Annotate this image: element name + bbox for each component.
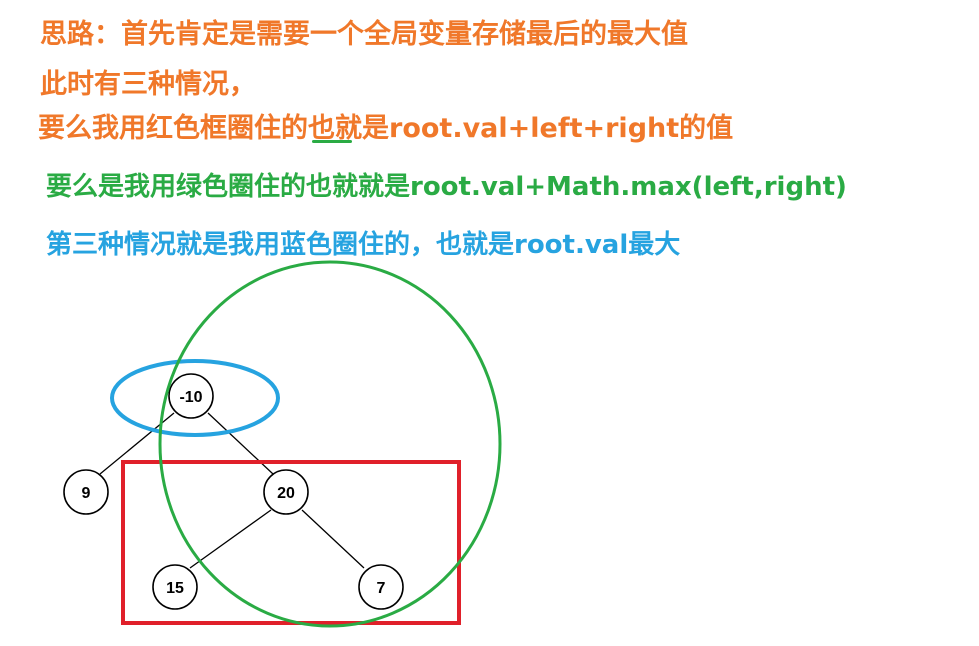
edge-root-left [99, 412, 175, 475]
green-ellipse [158, 260, 502, 628]
node-left: 9 [63, 469, 109, 515]
node-root: -10 [168, 373, 214, 419]
blue-case-line: 第三种情况就是我用蓝色圈住的，也就是root.val最大 [46, 230, 681, 260]
node-right-label: 20 [277, 485, 295, 502]
red-box [121, 460, 461, 625]
edge-right-rightright [301, 509, 365, 569]
node-right-right: 7 [358, 564, 404, 610]
node-right-left: 15 [152, 564, 198, 610]
red-case-line: 要么我用红色框圈住的也就是root.val+left+right的值 [38, 113, 734, 144]
node-right-left-label: 15 [166, 580, 184, 597]
title-line: 思路：首先肯定是需要一个全局变量存储最后的最大值 [40, 19, 688, 50]
node-right: 20 [263, 469, 309, 515]
node-root-label: -10 [179, 389, 202, 406]
cases-intro-line: 此时有三种情况， [40, 69, 256, 100]
green-case-line: 要么是我用绿色圈住的也就就是root.val+Math.max(left,rig… [46, 172, 847, 202]
node-left-label: 9 [82, 485, 91, 502]
blue-ellipse [110, 359, 280, 437]
edge-root-right [207, 412, 274, 475]
green-underline-mark [312, 140, 352, 143]
node-right-right-label: 7 [377, 580, 386, 597]
edge-right-rightleft [189, 509, 272, 569]
